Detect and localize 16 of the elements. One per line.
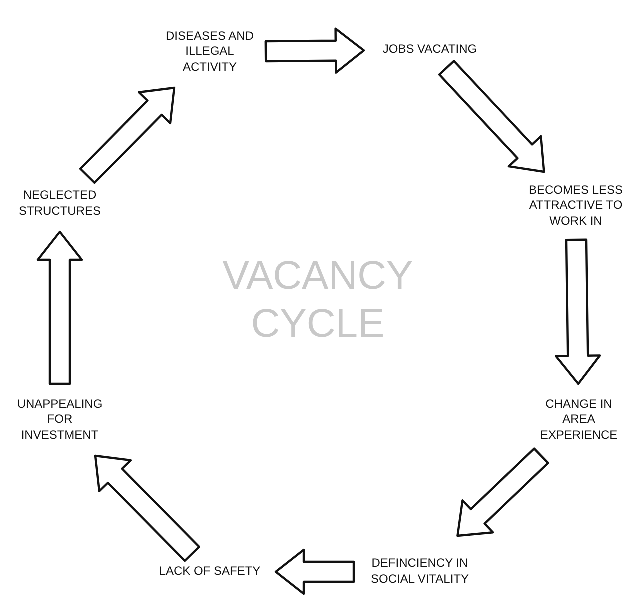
stage-label: JOBS VACATING (372, 40, 488, 60)
block-arrow (36, 230, 84, 386)
block-arrow (456, 448, 550, 538)
stage-label: LACK OF SAFETY (152, 562, 268, 582)
stage-label: NEGLECTED STRUCTURES (6, 184, 114, 224)
block-arrow (79, 86, 176, 184)
stage-label: CHANGE IN AREA EXPERIENCE (532, 392, 626, 448)
block-arrow (274, 548, 356, 596)
stage-label: DEFINCIENCY IN SOCIAL VITALITY (362, 544, 478, 600)
block-arrow (555, 238, 602, 386)
block-arrow (438, 60, 546, 174)
block-arrow (264, 28, 366, 74)
stage-label: BECOMES LESS ATTRACTIVE TO WORK IN (518, 180, 630, 232)
block-arrow (94, 454, 200, 562)
stage-label: DISEASES AND ILLEGAL ACTIVITY (162, 24, 258, 80)
stage-label: UNAPPEALING FOR INVESTMENT (14, 392, 106, 448)
